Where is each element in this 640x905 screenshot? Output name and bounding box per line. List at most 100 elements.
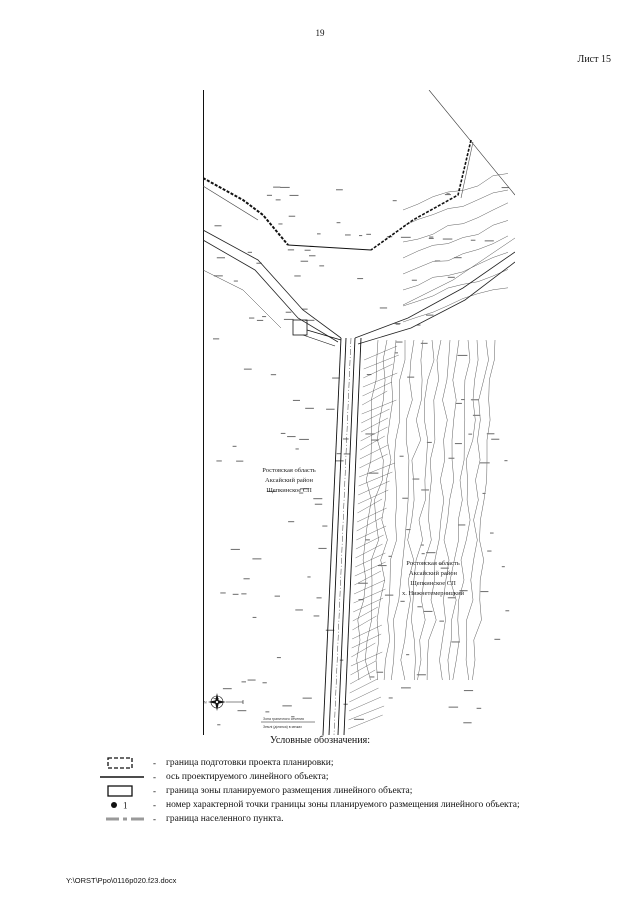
survey-mark <box>376 671 384 673</box>
hatch-line <box>360 417 388 433</box>
survey-mark <box>317 233 321 235</box>
survey-mark <box>494 638 501 640</box>
survey-mark <box>283 318 294 320</box>
hatch-line <box>357 489 389 505</box>
contour-line <box>417 339 442 681</box>
survey-mark <box>359 235 363 237</box>
region-label-right: Ростовская область Аксайский район Щепки… <box>402 560 465 597</box>
hatch-line <box>358 462 395 478</box>
survey-mark <box>274 595 280 597</box>
hatch-line <box>354 561 386 577</box>
survey-mark <box>313 498 323 500</box>
survey-mark <box>482 492 486 494</box>
survey-mark <box>322 525 328 527</box>
survey-mark <box>336 222 341 224</box>
legend-text: граница населенного пункта. <box>166 814 284 824</box>
survey-mark <box>302 697 312 699</box>
survey-mark <box>379 307 388 309</box>
hatch-line <box>361 408 390 424</box>
survey-mark <box>304 249 311 251</box>
contour-line <box>411 339 435 681</box>
survey-mark <box>417 606 422 608</box>
survey-mark <box>448 706 459 708</box>
scale-text-2: Землі (ділянка) в межах <box>263 725 302 729</box>
survey-mark <box>490 532 494 534</box>
hatch-line <box>359 444 389 460</box>
survey-mark <box>451 641 460 643</box>
contour-line <box>452 339 479 681</box>
contour-line <box>356 339 379 681</box>
legend-dash: - <box>153 814 156 824</box>
hatch-line <box>352 624 382 640</box>
contour-line <box>402 202 509 243</box>
survey-mark <box>326 408 335 410</box>
survey-mark <box>365 433 375 435</box>
survey-mark <box>313 615 320 617</box>
survey-mark <box>316 597 322 599</box>
survey-mark <box>388 555 392 557</box>
hatch-line <box>353 597 384 613</box>
point-icon: 1 <box>100 798 150 812</box>
hatch-line <box>352 615 377 631</box>
survey-mark <box>213 338 220 340</box>
survey-mark <box>265 711 270 713</box>
survey-map: Ростовская область Аксайский район Щепки… <box>203 90 515 735</box>
survey-mark <box>491 438 500 440</box>
survey-mark <box>243 578 250 580</box>
map-drawing: Ростовская область Аксайский район Щепки… <box>203 90 515 735</box>
hatch-line <box>362 390 388 406</box>
contour-line <box>447 339 471 681</box>
hatch-line <box>357 507 387 523</box>
legend-text: номер характерной точки границы зоны пла… <box>166 800 520 810</box>
survey-mark <box>505 610 510 612</box>
survey-mark <box>220 592 226 594</box>
survey-mark <box>276 657 281 659</box>
survey-mark <box>280 432 286 434</box>
survey-mark <box>278 223 283 225</box>
survey-mark <box>243 368 252 370</box>
survey-mark <box>468 433 473 435</box>
planning-boundary-left <box>203 177 289 246</box>
upper-diagonal-line <box>428 90 515 196</box>
contour-line <box>402 220 509 259</box>
hatch-line <box>355 534 384 550</box>
legend-item-placement-zone: - граница зоны планируемого размещения л… <box>100 784 620 798</box>
survey-mark <box>318 547 327 549</box>
survey-mark <box>262 682 267 684</box>
road-left-1 <box>203 229 342 339</box>
hatch-line <box>362 381 392 397</box>
compass-rose-icon: N <box>204 693 244 711</box>
survey-mark <box>400 236 411 238</box>
survey-mark <box>368 472 379 474</box>
contour-line <box>402 287 509 323</box>
survey-mark <box>429 236 434 238</box>
legend-text: граница подготовки проекта планировки; <box>166 758 334 768</box>
contour-line <box>375 339 397 681</box>
compass-north-label: N <box>204 701 207 705</box>
survey-mark <box>439 620 444 622</box>
survey-mark <box>343 438 349 440</box>
planning-boundary-top <box>287 244 372 251</box>
survey-mark <box>399 455 404 457</box>
survey-mark <box>237 710 247 712</box>
road-left-3 <box>203 269 282 329</box>
hatch-line <box>350 669 376 685</box>
survey-mark <box>275 199 281 201</box>
survey-mark <box>406 654 410 656</box>
survey-mark <box>421 489 430 491</box>
hatch-line <box>348 714 383 730</box>
sheet-label: Лист 15 <box>577 54 611 65</box>
region-right-line-3: Щепкинское СП <box>410 580 456 587</box>
survey-mark <box>305 407 314 409</box>
survey-mark <box>426 441 432 443</box>
survey-mark <box>434 260 441 262</box>
legend-item-point-number: 1 - номер характерной точки границы зоны… <box>100 798 620 812</box>
survey-mark <box>300 260 309 262</box>
survey-mark <box>216 460 222 462</box>
survey-mark <box>288 521 295 523</box>
survey-mark <box>394 323 401 325</box>
hatch-line <box>355 543 383 559</box>
planning-boundary-right <box>370 139 472 251</box>
survey-mark <box>285 311 292 313</box>
survey-mark <box>241 593 247 595</box>
